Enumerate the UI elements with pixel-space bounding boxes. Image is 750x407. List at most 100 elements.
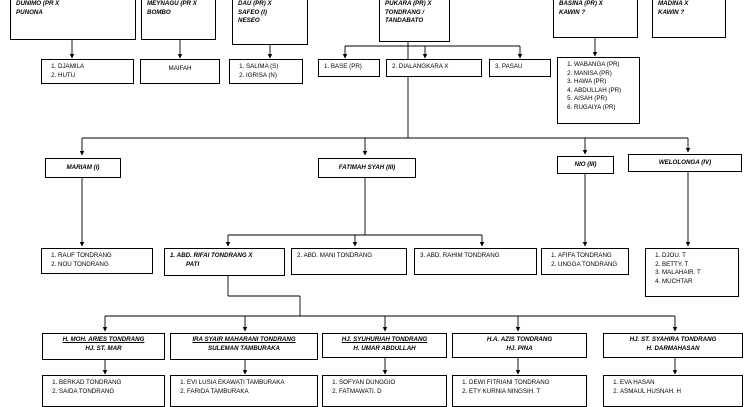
grandchild-syahira-spouse: H. DARMAHASAN <box>646 344 700 352</box>
meynagu-line-2: BOMBO <box>147 8 171 16</box>
rahim-box: 3. ABD. RAHIM TONDRANG <box>414 248 537 275</box>
rifai-box: 1. ABD. RIFAI TONDRANG X PATI <box>164 248 285 276</box>
dunimo-line-2: PUNONA <box>16 8 43 16</box>
rahim-num: 3. <box>420 252 426 259</box>
grandchild-syahira-box: HJ. ST. SYAHIRA TONDRANG H. DARMAHASAN <box>603 333 743 358</box>
dau-line-1: DAU (PR) X <box>238 0 272 7</box>
list-item: DJAMILA <box>58 63 128 72</box>
list-item: EVA HASAN <box>620 379 737 388</box>
list-item: DEWI FITRIANI TONDRANG <box>469 379 581 388</box>
maifah-box: MAIFAH <box>140 59 220 84</box>
list-item: RAUF TONDRANG <box>58 252 147 261</box>
rahim-name: ABD. RAHIM TONDRANG <box>426 252 500 259</box>
wife-mariam-box: MARIAM (I) <box>45 158 121 178</box>
dunimo-line-1: DUNIMO (PR X <box>16 0 60 7</box>
rifai-spouse: PATI <box>186 260 200 268</box>
base-num: 1. <box>324 63 330 70</box>
pukara-line-2: TONDRANG / <box>385 8 425 16</box>
madina-line-2: KAWIN ? <box>658 8 685 16</box>
grandchild-aries-spouse: HJ. ST. MAR <box>85 344 122 352</box>
list-item: HUTU <box>58 72 128 81</box>
list-item: ABDULLAH (PR) <box>574 87 634 96</box>
grandchild-azis-box: H.A. AZIS TONDRANG HJ. PINA <box>452 333 587 358</box>
wife-nio-box: NIO (III) <box>557 156 614 174</box>
list-item: IGRISA (N) <box>246 72 297 81</box>
list-item: ETY KURNIA NINGSIH. T <box>469 388 581 397</box>
list-item: AISAH (PR) <box>574 95 634 104</box>
pukara-line-3: TANDABATO <box>385 17 424 25</box>
grandchild-ira-name: IRA SYAIR MAHARANI TONDRANG <box>192 336 296 343</box>
pasau-box: 3. PASAU <box>489 59 551 77</box>
basina-line-1: BASINA (PR) X <box>559 0 603 7</box>
list-item: AFIFA TONDRANG <box>558 252 623 261</box>
list-item: ASMAUL HUSNAH. H <box>620 388 737 397</box>
dialangkara-name: DIALANGKARA X <box>398 63 449 70</box>
pasau-name: PASAU <box>501 63 523 70</box>
wife-welolonga-label: WELOLONGA (IV) <box>658 159 712 166</box>
welolonga-children-box: DJOU. T BETTY. T MALAHAIR. T MUCHTAR <box>645 248 739 297</box>
list-item: FATMAWATI. D <box>339 388 441 397</box>
pasau-num: 3. <box>495 63 501 70</box>
basina-line-2: KAWIN ? <box>559 8 586 16</box>
list-item: FARIDA TAMBURAKA <box>187 388 312 397</box>
dunimo-children-box: DJAMILA HUTU <box>41 59 134 84</box>
mariam-children-box: RAUF TONDRANG NOU TONDRANG <box>41 248 153 274</box>
dialangkara-box: 2. DIALANGKARA X <box>386 59 482 77</box>
meynagu-box: MEYNAGU (PR X BOMBO <box>141 0 216 40</box>
dau-line-3: NESEO <box>238 17 260 25</box>
basina-children-box: WABANGA (PR) MANISA (PR) HAWA (PR) ABDUL… <box>557 57 640 124</box>
wife-nio-label: NIO (III) <box>574 161 597 168</box>
base-name: BASE (PR) <box>330 63 362 70</box>
nio-children-box: AFIFA TONDRANG UNGGA TONDRANG <box>541 248 629 275</box>
wife-mariam-label: MARIAM (I) <box>66 164 100 171</box>
grandchild-aries-box: H. MOH. ARIES TONDRANG HJ. ST. MAR <box>42 333 165 360</box>
wife-fatimah-label: FATIMAH SYAH (III) <box>338 164 396 171</box>
grandchild-syuhuriah-name: HJ. SYUHURIAH TONDRANG <box>341 336 428 343</box>
basina-box: BASINA (PR) X KAWIN ? <box>553 0 638 38</box>
list-item: NOU TONDRANG <box>58 261 147 270</box>
dau-line-2: SAFEO (I) <box>238 8 267 16</box>
list-item: BETTY. T <box>662 261 733 270</box>
mani-box: 2. ABD. MANI TONDRANG <box>291 248 407 275</box>
grandchild-azis-name: H.A. AZIS TONDRANG <box>486 336 553 343</box>
pukara-line-1: PUKARA (PR) X <box>385 0 432 7</box>
mani-name: ABD. MANI TONDRANG <box>303 252 373 259</box>
pukara-box: PUKARA (PR) X TONDRANG / TANDABATO <box>379 0 450 42</box>
madina-box: MADINA X KAWIN ? <box>652 0 726 38</box>
dau-box: DAU (PR) X SAFEO (I) NESEO <box>232 0 308 45</box>
list-item: SOFYAN DUNGGIO <box>339 379 441 388</box>
rifai-line-1: 1. ABD. RIFAI TONDRANG X <box>170 252 279 261</box>
list-item: MALAHAIR. T <box>662 269 733 278</box>
list-item: WABANGA (PR) <box>574 61 634 70</box>
ira-children-box: EVI LUSIA EKAWATI TAMBURAKA FARIDA TAMBU… <box>170 375 318 407</box>
grandchild-syahira-name: HJ. ST. SYAHIRA TONDRANG <box>629 336 717 343</box>
aries-children-box: BERKAD TONDRANG SAIDA TONDRANG <box>42 375 165 407</box>
grandchild-syuhuriah-box: HJ. SYUHURIAH TONDRANG H. UMAR ABDULLAH <box>322 333 447 358</box>
base-box: 1. BASE (PR) <box>318 59 380 77</box>
list-item: SAIDA TONDRANG <box>59 388 159 397</box>
list-item: EVI LUSIA EKAWATI TAMBURAKA <box>187 379 312 388</box>
list-item: HAWA (PR) <box>574 78 634 87</box>
syahira-children-box: EVA HASAN ASMAUL HUSNAH. H <box>603 375 743 407</box>
rifai-num: 1. <box>170 252 176 259</box>
dau-children-box: SALIMA (S) IGRISA (N) <box>229 59 303 84</box>
list-item: DJOU. T <box>662 252 733 261</box>
grandchild-syuhuriah-spouse: H. UMAR ABDULLAH <box>353 344 416 352</box>
list-item: RUGAIYA (PR) <box>574 104 634 113</box>
dialangkara-num: 2. <box>392 63 398 70</box>
maifah-label: MAIFAH <box>168 65 192 72</box>
list-item: MUCHTAR <box>662 278 733 287</box>
madina-line-1: MADINA X <box>658 0 689 7</box>
grandchild-ira-spouse: SULEMAN TAMBURAKA <box>207 344 281 352</box>
mani-num: 2. <box>297 252 303 259</box>
grandchild-azis-spouse: HJ. PINA <box>506 344 533 352</box>
grandchild-ira-box: IRA SYAIR MAHARANI TONDRANG SULEMAN TAMB… <box>170 333 318 360</box>
azis-children-box: DEWI FITRIANI TONDRANG ETY KURNIA NINGSI… <box>452 375 587 407</box>
syuhuriah-children-box: SOFYAN DUNGGIO FATMAWATI. D <box>322 375 447 407</box>
wife-welolonga-box: WELOLONGA (IV) <box>628 154 742 172</box>
list-item: BERKAD TONDRANG <box>59 379 159 388</box>
dunimo-box: DUNIMO (PR X PUNONA <box>10 0 136 40</box>
list-item: SALIMA (S) <box>246 63 297 72</box>
wife-fatimah-box: FATIMAH SYAH (III) <box>318 158 416 178</box>
